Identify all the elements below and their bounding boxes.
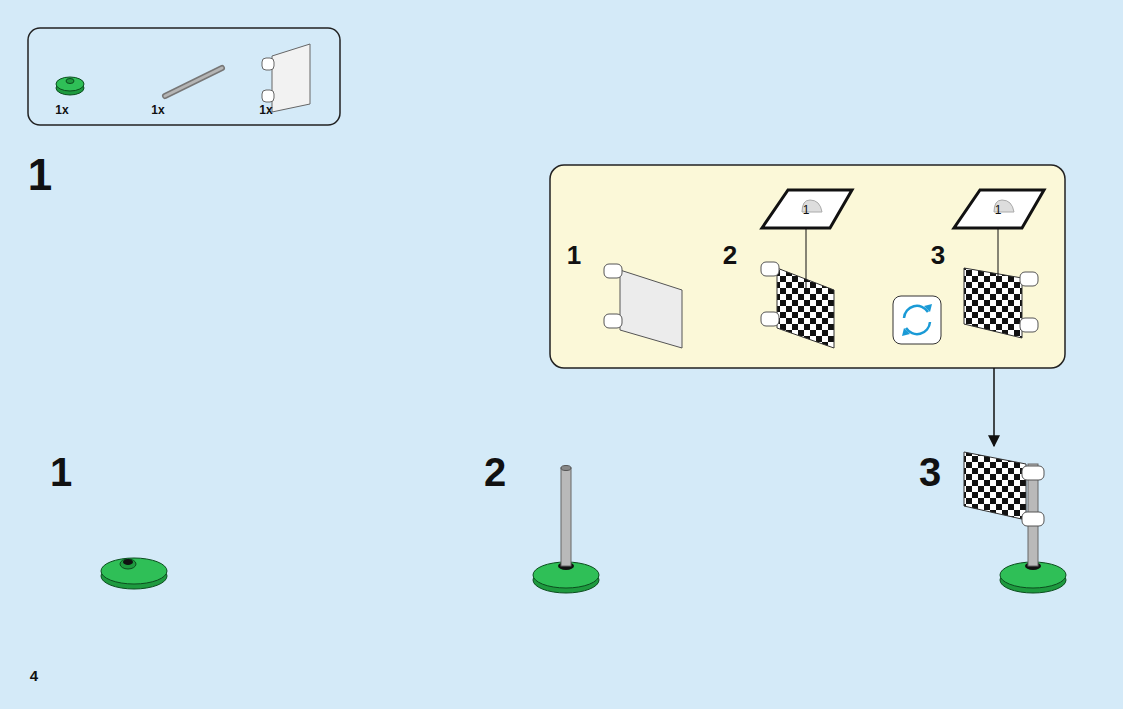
parts-box-frame xyxy=(28,28,340,125)
part-flag xyxy=(262,44,310,112)
substep-number: 3 xyxy=(919,452,941,492)
part-count: 1x xyxy=(151,104,164,116)
flag-sticker-front xyxy=(761,190,852,348)
parts-list: 1x 1x 1x xyxy=(28,28,340,125)
part-count: 1x xyxy=(259,104,272,116)
callout-number: 3 xyxy=(931,242,945,268)
part-count: 1x xyxy=(55,104,68,116)
part-plate xyxy=(56,77,84,95)
plate-step1 xyxy=(101,558,167,589)
flag-assembly-step3 xyxy=(964,452,1066,593)
callout-number: 1 xyxy=(567,242,581,268)
flag-blank xyxy=(604,264,682,348)
callout-number: 2 xyxy=(723,242,737,268)
rotate-icon xyxy=(893,296,941,344)
step-number: 1 xyxy=(28,153,52,197)
page-number: 4 xyxy=(30,668,38,683)
sticker-number: 1 xyxy=(995,204,1002,216)
callout-frame xyxy=(550,165,1065,368)
plate-bar-step2 xyxy=(533,466,599,594)
substep-number: 2 xyxy=(484,452,506,492)
part-bar xyxy=(165,68,222,96)
callout-arrow xyxy=(993,368,995,446)
flag-sticker-back xyxy=(954,190,1044,338)
sticker-callout: 1 2 3 xyxy=(550,165,1065,368)
sticker-number: 1 xyxy=(803,204,810,216)
part-bar-shine xyxy=(165,68,222,96)
substep-number: 1 xyxy=(50,452,72,492)
